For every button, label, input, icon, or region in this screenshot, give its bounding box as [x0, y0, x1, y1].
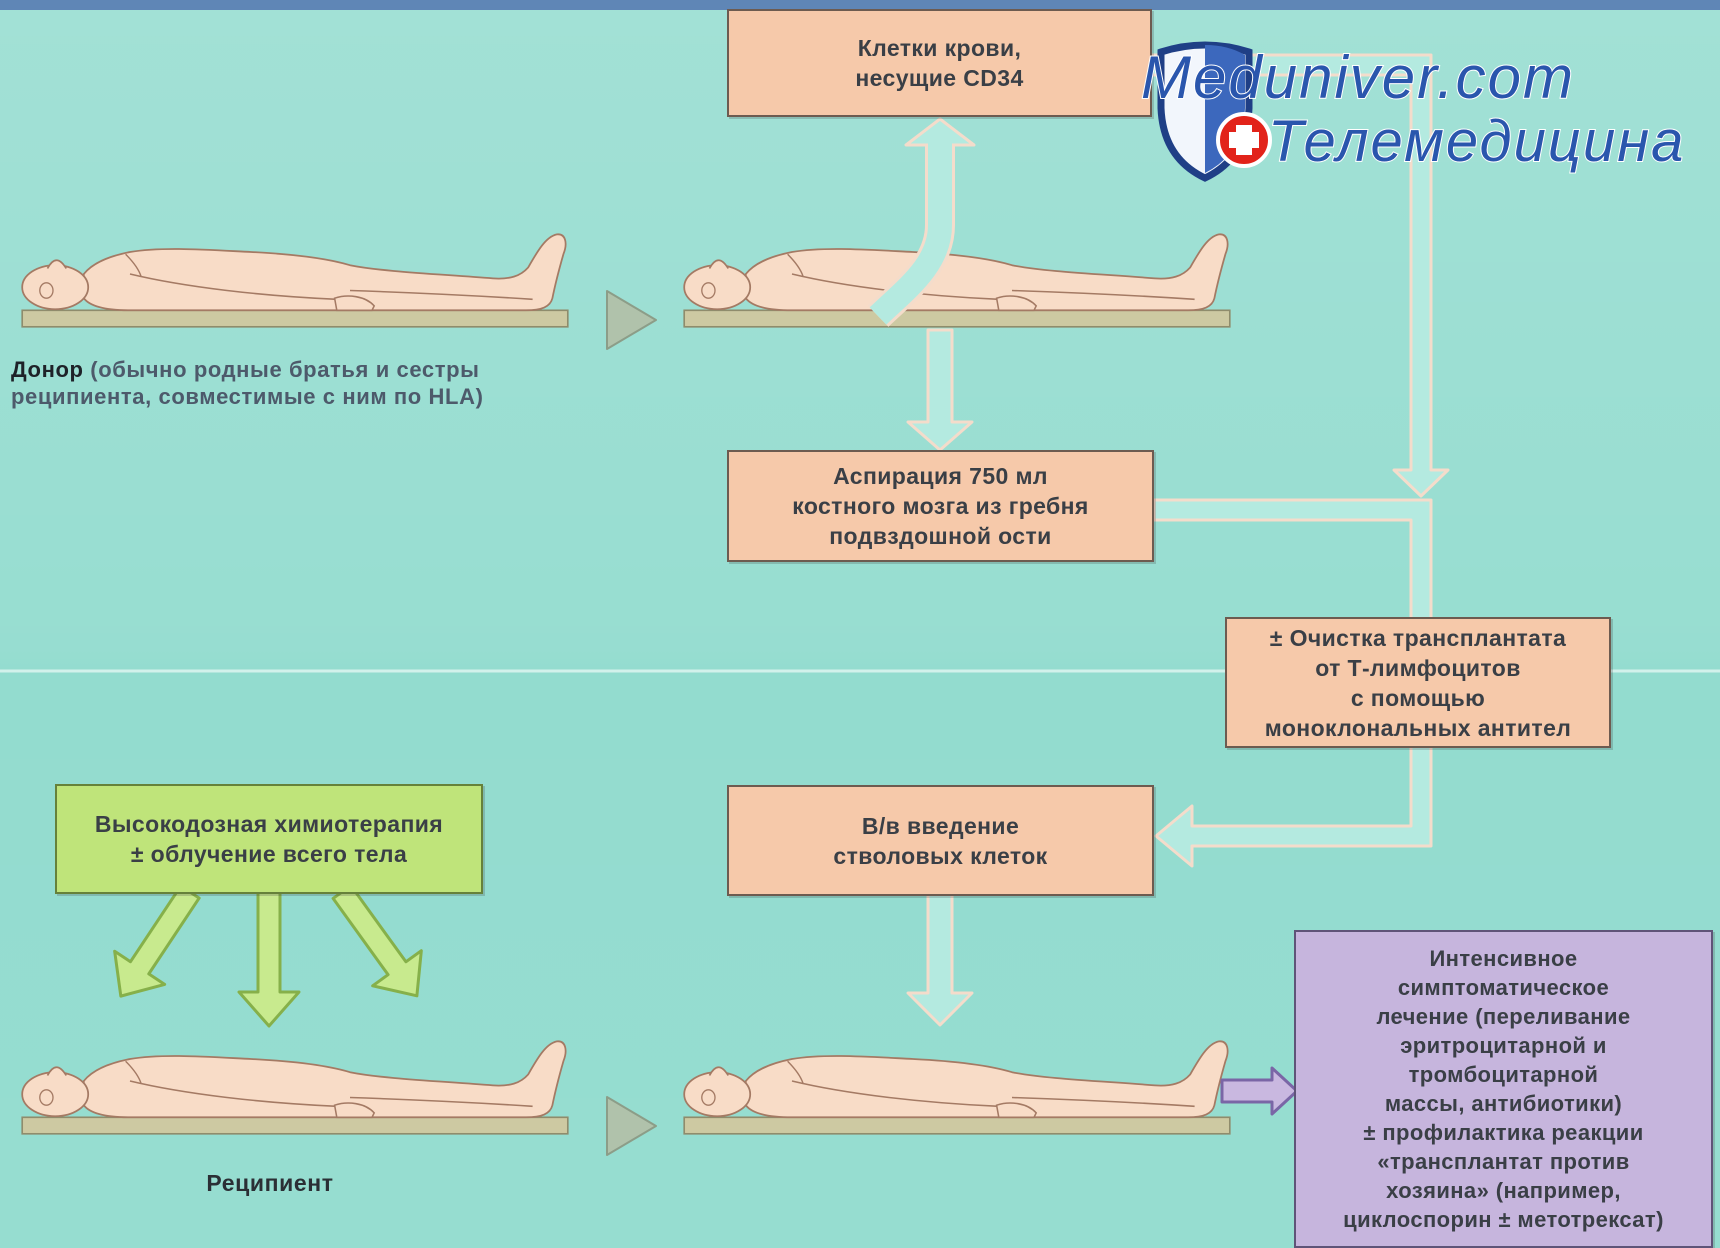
care-box-line: тромбоцитарной [1409, 1060, 1599, 1089]
recipient-figure [22, 1041, 568, 1133]
donor-figure-harvest [684, 234, 1230, 326]
step-triangle-donor [607, 291, 656, 349]
recipient-figure-transplanted [684, 1041, 1230, 1133]
aspiration-box-line: Аспирация 750 мл [833, 461, 1048, 491]
purging-box-line: ± Очистка трансплантата [1270, 623, 1566, 653]
donor-figure [22, 234, 568, 326]
t-cell-depletion-box: ± Очистка трансплантата от Т-лимфоцитов … [1225, 617, 1611, 748]
infusion-box-line: В/в введение [862, 811, 1019, 841]
arrow-conditioning-right [318, 874, 442, 1013]
purging-box-line: моноклональных антител [1265, 713, 1572, 743]
step-triangle-recipient [607, 1097, 656, 1155]
arrow-infusion-to-recipient [908, 894, 972, 1025]
cd34-cells-box: Клетки крови, несущие CD34 [727, 9, 1152, 117]
purging-box-line: с помощью [1351, 683, 1485, 713]
care-box-line: симптоматическое [1398, 973, 1609, 1002]
aspiration-box-line: костного мозга из гребня [792, 491, 1089, 521]
connector-purging-to-infusion [1156, 746, 1431, 866]
supportive-care-box: Интенсивное симптоматическое лечение (пе… [1294, 930, 1713, 1248]
recipient-label: Реципиент [120, 1170, 420, 1197]
connector-aspiration-to-purging [1154, 500, 1431, 619]
arrow-marrow-aspiration [908, 330, 972, 450]
care-box-line: ± профилактика реакции [1363, 1118, 1643, 1147]
care-box-line: хозяина» (например, [1386, 1176, 1621, 1205]
infusion-box-line: стволовых клеток [833, 841, 1047, 871]
donor-label: Донор [11, 357, 84, 382]
marrow-aspiration-box: Аспирация 750 мл костного мозга из гребн… [727, 450, 1154, 562]
purging-box-line: от Т-лимфоцитов [1315, 653, 1521, 683]
donor-caption: Донор (обычно родные братья и сестры рец… [11, 356, 484, 410]
arrow-conditioning-left [96, 875, 215, 1012]
stem-cell-infusion-box: В/в введение стволовых клеток [727, 785, 1154, 896]
aspiration-box-line: подвздошной ости [829, 521, 1051, 551]
care-box-line: Интенсивное [1429, 944, 1577, 973]
care-box-line: циклоспорин ± метотрексат) [1343, 1205, 1664, 1234]
care-box-line: лечение (переливание [1376, 1002, 1630, 1031]
arrow-recipient-to-care [1222, 1068, 1297, 1114]
care-box-line: «трансплантат против [1377, 1147, 1629, 1176]
donor-note-line-1: (обычно родные братья и сестры [90, 357, 479, 382]
cd34-box-line: Клетки крови, [858, 33, 1022, 63]
care-box-line: эритроцитарной и [1400, 1031, 1607, 1060]
conditioning-box-line: ± облучение всего тела [131, 839, 407, 869]
conditioning-box-line: Высокодозная химиотерапия [95, 809, 443, 839]
conditioning-box: Высокодозная химиотерапия ± облучение вс… [55, 784, 483, 894]
donor-caption-line-1: Донор (обычно родные братья и сестры [11, 356, 484, 383]
arrow-conditioning-center [239, 892, 299, 1026]
care-box-line: массы, антибиотики) [1385, 1089, 1622, 1118]
cd34-box-line: несущие CD34 [855, 63, 1023, 93]
donor-note-line-2: реципиента, совместимые с ним по HLA) [11, 383, 484, 410]
